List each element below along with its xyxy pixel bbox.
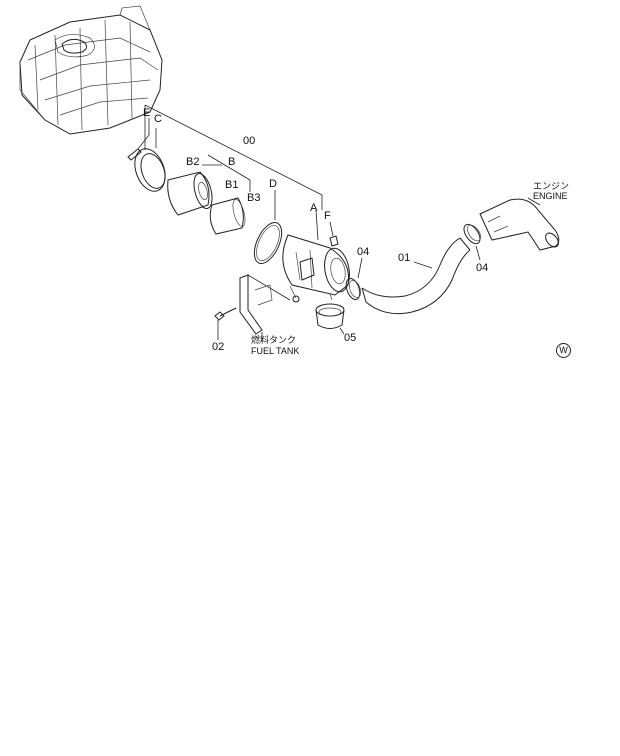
part-01-hose [361,237,471,315]
engine-intake [479,197,560,251]
part-e [127,118,150,161]
mounting-bracket [239,274,291,342]
label-e: E [143,107,151,119]
part-c-clamp [134,128,166,192]
label-d: D [269,178,277,190]
part-02-bolt [214,307,237,340]
part-f [329,221,339,247]
part-d-oring [253,190,283,264]
label-05: 05 [344,332,357,344]
label-b: B [228,156,236,168]
label-02: 02 [212,341,225,353]
label-b3: B3 [247,192,261,204]
part-b2-element [167,164,222,216]
label-04-right: 04 [476,262,489,274]
label-b1: B1 [225,179,239,191]
label-04-left: 04 [357,246,370,258]
label-a: A [310,202,318,214]
machine-body [19,5,163,135]
label-f: F [324,210,331,222]
label-01: 01 [398,252,411,264]
label-engine-en: ENGINE [533,191,568,201]
label-fuel-tank-jp: 燃料タンク [251,335,297,345]
label-fuel-tank-en: FUEL TANK [251,346,300,356]
part-a-housing [282,209,350,303]
label-c: C [154,113,162,125]
part-04-clamp-left [345,257,363,301]
label-assembly: 00 [243,135,256,147]
w-mark-icon: W [556,343,571,358]
part-04-clamp-right [463,223,481,261]
part-b3-element [209,197,246,235]
part-05-band [315,303,345,335]
label-b2: B2 [186,156,200,168]
label-engine-jp: エンジン [533,181,570,191]
